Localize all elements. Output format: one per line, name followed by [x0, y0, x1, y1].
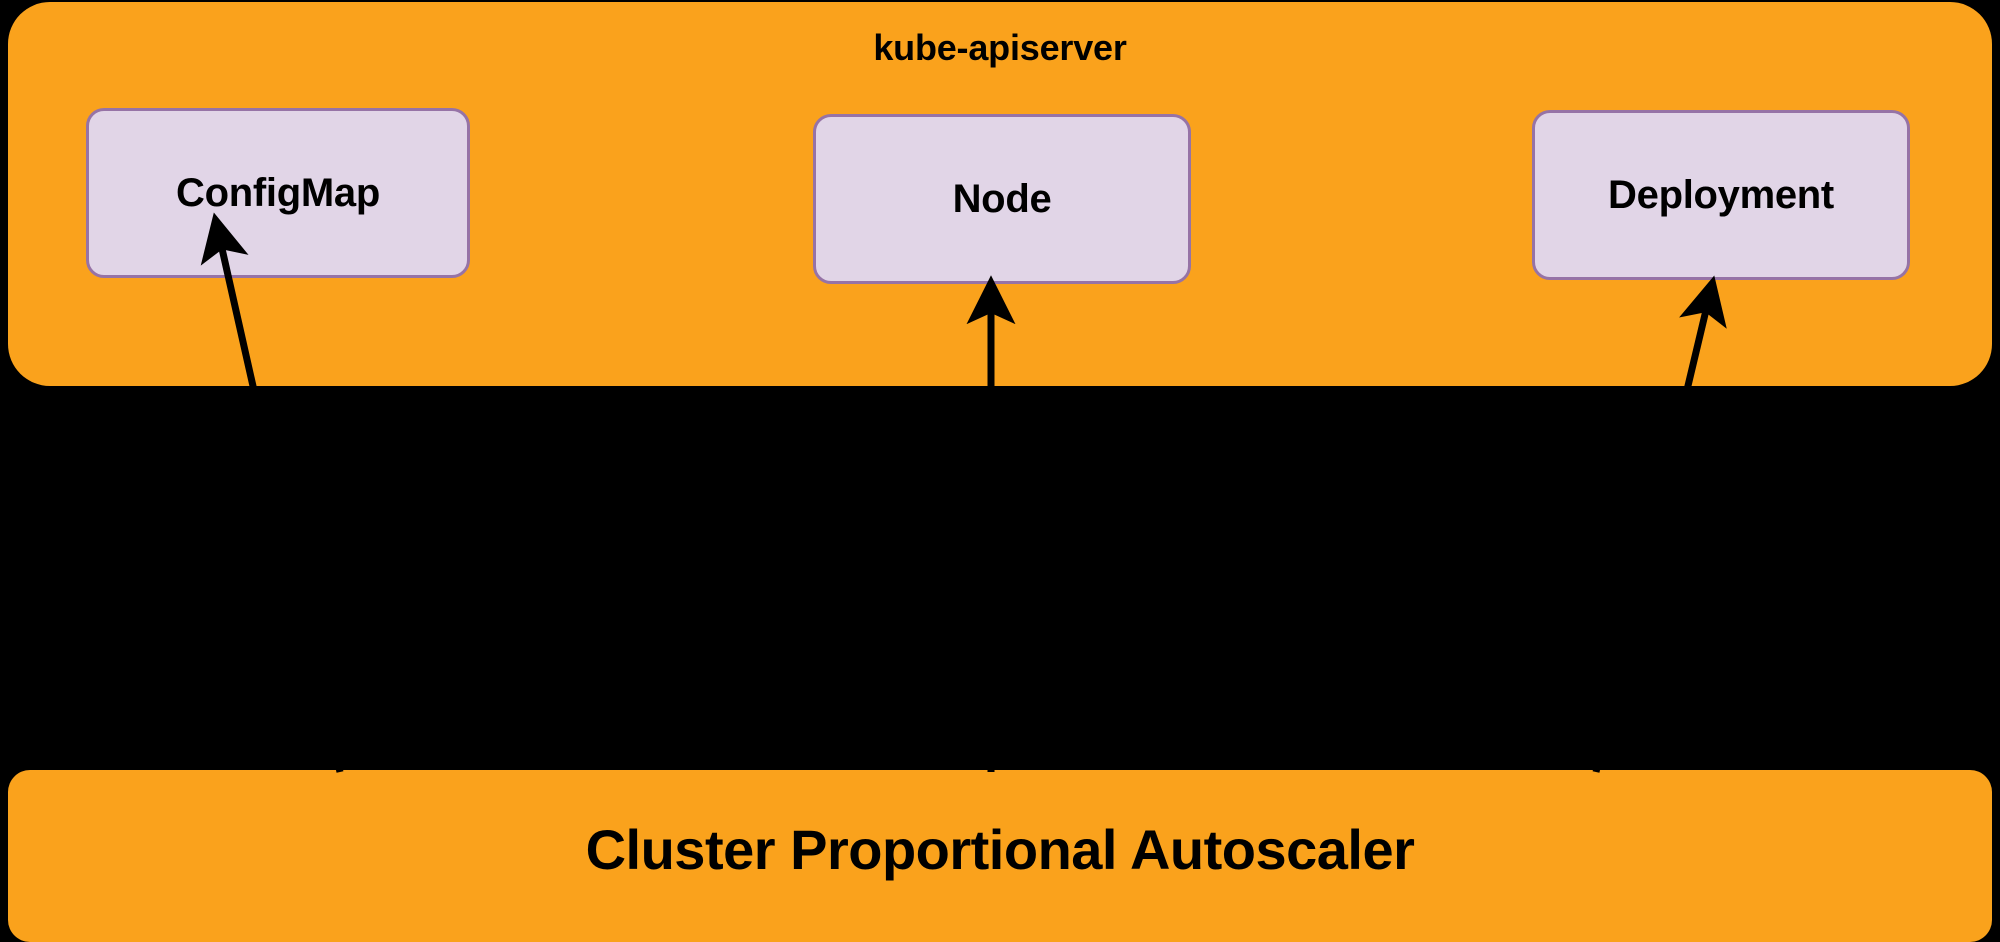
resource-box-configmap-label: ConfigMap [176, 170, 380, 215]
resource-box-deployment[interactable]: Deployment [1532, 110, 1910, 280]
resource-box-deployment-label: Deployment [1608, 172, 1834, 217]
cluster-proportional-autoscaler-title: Cluster Proportional Autoscaler [585, 818, 1415, 881]
kube-apiserver-title: kube-apiserver [873, 27, 1127, 68]
resource-box-node-label: Node [952, 176, 1052, 221]
resource-box-node[interactable]: Node [813, 114, 1191, 284]
resource-box-configmap[interactable]: ConfigMap [86, 108, 470, 278]
kube-apiserver-panel: kube-apiserver ConfigMap Node Deployment [8, 2, 1992, 386]
cluster-proportional-autoscaler-panel: Cluster Proportional Autoscaler [8, 770, 1992, 942]
